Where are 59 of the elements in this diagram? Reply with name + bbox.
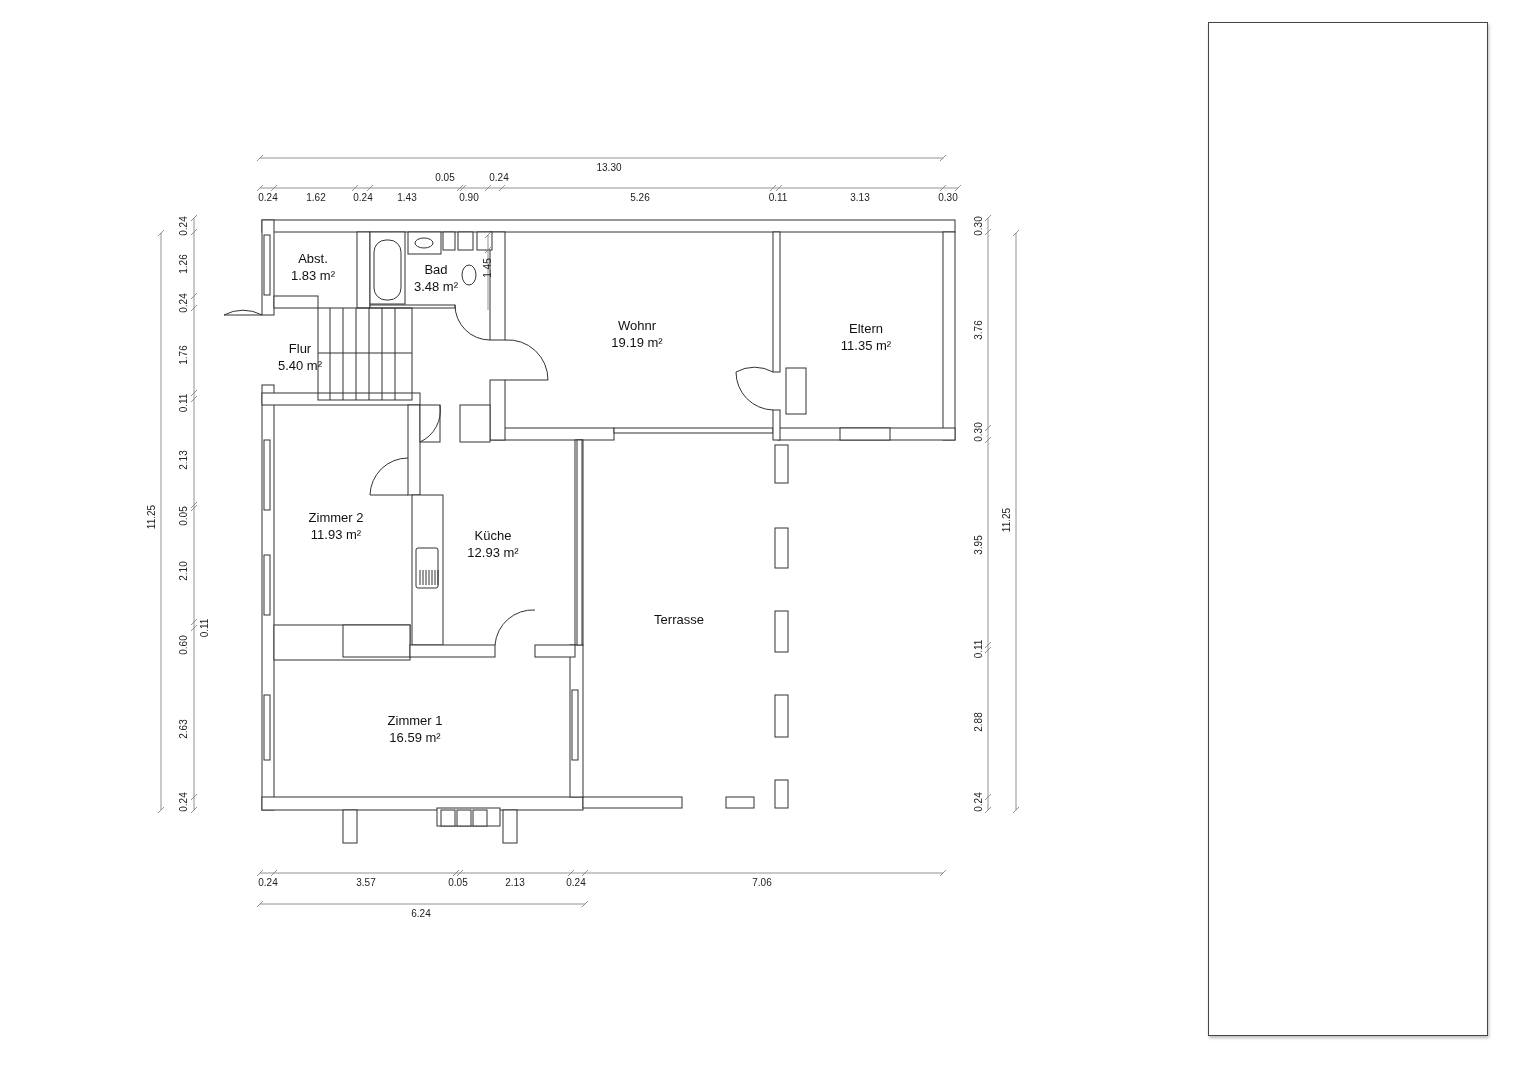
- dimension-label: 0.05: [178, 506, 190, 526]
- dimension-label: 7.06: [752, 877, 772, 889]
- dimension-label: 0.30: [938, 192, 958, 204]
- room-area: 16.59 m²: [387, 729, 443, 746]
- dimension-label: 13.30: [596, 162, 622, 174]
- dimension-label: 0.05: [435, 172, 455, 184]
- dimension-label: 0.11: [973, 639, 985, 659]
- dimension-label: 0.24: [178, 792, 190, 812]
- room-name: Bad: [423, 261, 449, 278]
- dimension-label: 3.13: [850, 192, 870, 204]
- dimension-label: 1.76: [178, 345, 190, 365]
- dimension-label: 0.11: [178, 393, 190, 413]
- room-name: Zimmer 2: [308, 509, 364, 526]
- dimension-label: 11.25: [146, 504, 158, 530]
- dimension-label: 0.24: [566, 877, 586, 889]
- room-area: 12.93 m²: [467, 544, 519, 561]
- room-name: Wohnr: [616, 317, 658, 334]
- dimension-label: 0.30: [973, 216, 985, 236]
- dimension-label: 3.76: [973, 320, 985, 340]
- dimension-label: 0.05: [448, 877, 468, 889]
- room-name: Flur: [287, 340, 313, 357]
- dimension-label: 0.24: [258, 877, 278, 889]
- room-area: 19.19 m²: [611, 334, 663, 351]
- dimension-label: 2.13: [178, 450, 190, 470]
- dimension-label: 2.88: [973, 712, 985, 732]
- dimension-label: 0.11: [199, 618, 211, 638]
- dimension-label: 0.60: [178, 635, 190, 655]
- room-area: 3.48 m²: [413, 278, 459, 295]
- dimension-label: 5.26: [630, 192, 650, 204]
- dimension-label: 1.45: [482, 258, 494, 278]
- dimension-label: 3.95: [973, 535, 985, 555]
- dimension-label: 0.30: [973, 422, 985, 442]
- dimension-label: 1.62: [306, 192, 326, 204]
- dimension-label: 1.43: [397, 192, 417, 204]
- room-name: Abst.: [297, 250, 329, 267]
- room-area: 11.93 m²: [308, 526, 364, 543]
- dimension-label: 2.13: [505, 877, 525, 889]
- room-name: Küche: [473, 527, 513, 544]
- room-area: 11.35 m²: [840, 337, 892, 354]
- dimension-label: 0.24: [973, 792, 985, 812]
- dimension-label: 0.24: [258, 192, 278, 204]
- room-area: 5.40 m²: [277, 357, 323, 374]
- blank-panel: [1208, 22, 1488, 1036]
- dimension-label: 2.10: [178, 561, 190, 581]
- dimension-label: 6.24: [411, 908, 431, 920]
- dimension-label: 0.24: [178, 216, 190, 236]
- dimension-label: 0.24: [178, 293, 190, 313]
- dimension-label: 0.24: [489, 172, 509, 184]
- dimension-label: 2.63: [178, 719, 190, 739]
- dimension-label: 11.25: [1001, 507, 1013, 533]
- room-name: Zimmer 1: [387, 712, 443, 729]
- dimension-label: 0.24: [353, 192, 373, 204]
- dimension-label: 3.57: [356, 877, 376, 889]
- room-area: 1.83 m²: [290, 267, 336, 284]
- room-name: Terrasse: [654, 611, 704, 628]
- dimension-label: 0.90: [459, 192, 479, 204]
- dimension-label: 0.11: [768, 192, 788, 204]
- dimension-label: 1.26: [178, 254, 190, 274]
- room-name: Eltern: [848, 320, 884, 337]
